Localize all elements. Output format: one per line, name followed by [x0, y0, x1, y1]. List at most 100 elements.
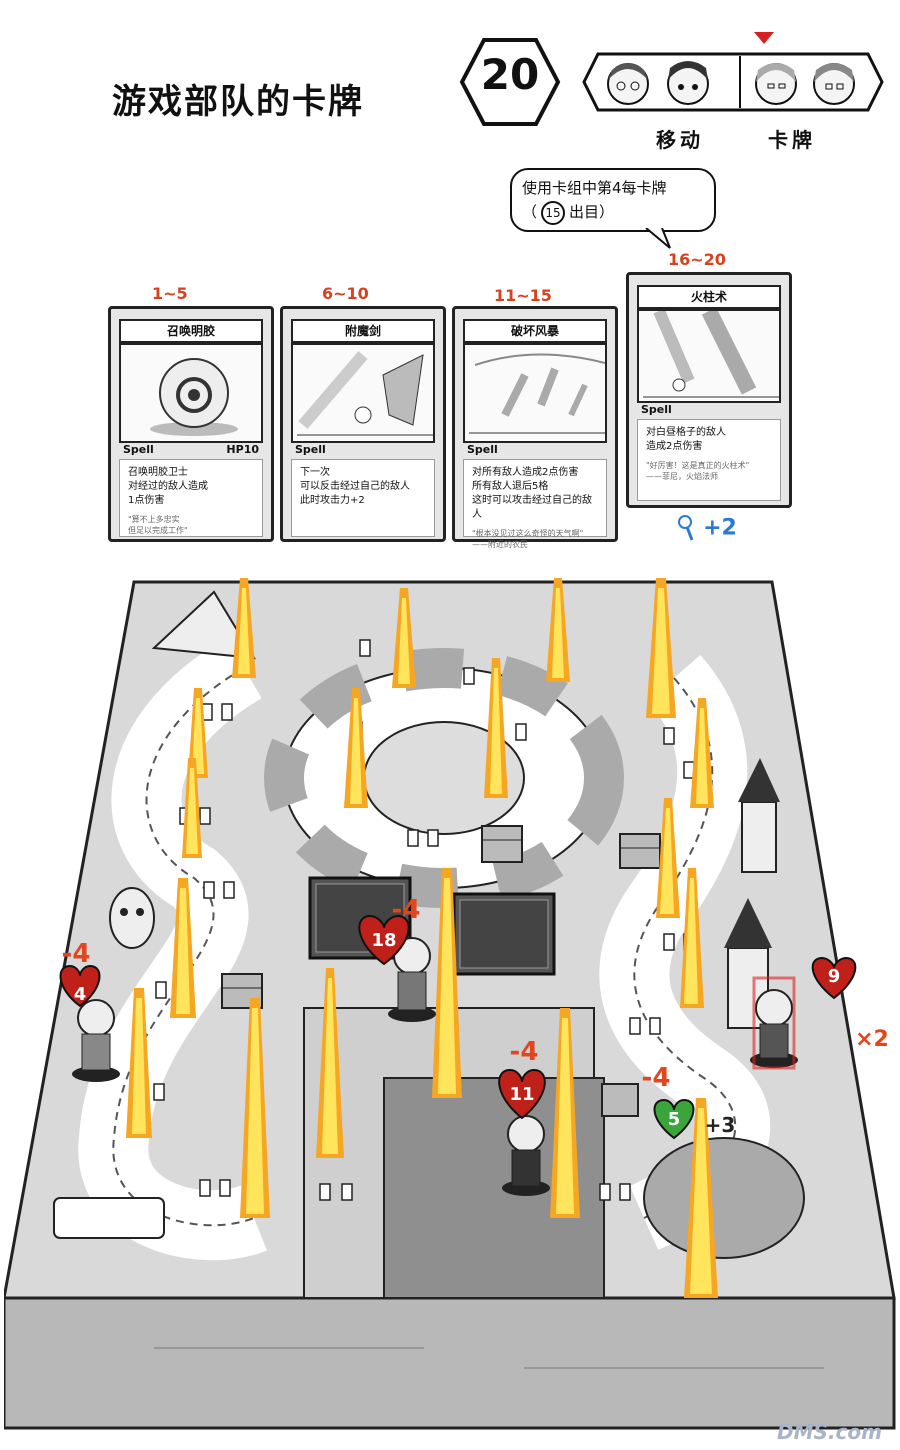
current-turn-marker-icon [752, 30, 776, 50]
card-flavor: "好厉害！这是真正的火柱术" ——菲尼，火焰法师 [646, 460, 772, 482]
card-hp: HP10 [226, 443, 259, 456]
card-text-line: 召唤明胶卫士 [128, 467, 188, 478]
fire-pillar-icon [182, 758, 202, 858]
card-text-line: 对所有敌人造成2点伤害 [472, 467, 579, 478]
game-board: 4 -4 18 -4 11 -4 5 -4 +3 9 ×2 [2, 578, 900, 1434]
hint-paren: （ [522, 203, 538, 221]
treasure-chest-icon [601, 1083, 639, 1117]
tower-icon [724, 898, 772, 1029]
character-portrait-2 [667, 61, 709, 105]
fire-pillar-icon [690, 698, 714, 808]
card-text: 对所有敌人造成2点伤害 所有敌人退后5格 这时可以攻击经过自己的敌人 "根本没见… [463, 459, 607, 549]
hp-value: 11 [509, 1084, 534, 1105]
fire-pillar-icon [232, 578, 256, 678]
scroll-icon [53, 1197, 165, 1239]
hexagon-icon [459, 38, 561, 126]
character-portrait-4 [813, 63, 855, 105]
hp-heart-icon: 9 ×2 [811, 956, 889, 1052]
player-piece[interactable] [72, 999, 120, 1082]
card-flavor: "根本没见过这么奇怪的天气啊" ——附近的农民 [472, 528, 598, 550]
character-portrait-3 [755, 63, 797, 105]
wand-icon [678, 515, 694, 541]
card-range-4: 16~20 [668, 250, 726, 269]
fire-pillar-effects [126, 578, 718, 1298]
wand-bonus: +2 [676, 514, 737, 542]
hp-heart-icon: 4 -4 [59, 939, 101, 1008]
card-type: Spell [641, 403, 672, 416]
board-deck-right [452, 892, 556, 976]
card-name: 破坏风暴 [463, 319, 607, 343]
card-text-line: 可以反击经过自己的敌人 [300, 481, 410, 492]
watermark: DMS.com [777, 1420, 882, 1444]
spell-card-fire-pillar[interactable]: 火柱术 Spell 对白昼格子的敌人 造成2点伤害 "好厉害！这是真正的火柱术"… [626, 272, 792, 508]
character-portrait-1 [607, 63, 649, 105]
card-text-line: 造成2点伤害 [646, 441, 703, 452]
hp-heart-icon: 18 -4 [358, 895, 421, 966]
card-type: Spell [467, 443, 498, 456]
spell-card-summon-gelatin[interactable]: 召唤明胶 Spell HP10 召唤明胶卫士 对经过的敌人造成 1点伤害 "算不… [108, 306, 274, 542]
fire-pillar-icon [546, 578, 570, 682]
card-text: 对白昼格子的敌人 造成2点伤害 "好厉害！这是真正的火柱术" ——菲尼，火焰法师 [637, 419, 781, 501]
card-text-line: 这时可以攻击经过自己的敌人 [472, 495, 592, 520]
card-text-line: 下一次 [300, 467, 330, 478]
damage-value: -4 [510, 1037, 539, 1067]
tower-icon [738, 758, 780, 873]
order-label-card: 卡牌 [768, 128, 816, 152]
dragon-monster-icon [643, 1137, 805, 1259]
player-piece[interactable] [502, 1115, 550, 1196]
tent-icon [151, 590, 256, 660]
page-title: 游戏部队的卡牌 [112, 82, 364, 122]
hp-heart-icon: 5 -4 +3 [642, 1063, 735, 1140]
card-text: 召唤明胶卫士 对经过的敌人造成 1点伤害 "算不上多忠实 但足以完成工作" [119, 459, 263, 537]
fire-pillar-icon [240, 998, 270, 1218]
card-name: 附魔剑 [291, 319, 435, 343]
card-type: Spell [123, 443, 154, 456]
card-name: 召唤明胶 [119, 319, 263, 343]
fire-pillar-icon [392, 588, 416, 688]
fire-pillar-icon [170, 878, 196, 1018]
sword-slash-icon [297, 351, 433, 436]
gelatin-orb-icon [150, 358, 238, 436]
card-name: 火柱术 [637, 285, 781, 309]
hp-value: 18 [371, 930, 396, 951]
flavor-line: 但足以完成工作" [128, 526, 188, 535]
hp-value: 4 [74, 984, 87, 1005]
card-text-line: 此时攻击力+2 [300, 495, 365, 506]
order-label-move: 移动 [656, 128, 704, 152]
hp-heart-icon: 11 -4 [498, 1037, 546, 1120]
card-text-line: 1点伤害 [128, 495, 165, 506]
damage-value: -4 [62, 939, 91, 969]
flavor-line: "根本没见过这么奇怪的天气啊" [472, 529, 584, 538]
board-side [2, 1296, 896, 1430]
dice-result-badge: 15 [541, 201, 566, 225]
player-piece[interactable] [388, 937, 436, 1022]
card-text-line: 对白昼格子的敌人 [646, 427, 726, 438]
card-text-line: 所有敌人退后5格 [472, 481, 549, 492]
hint-line-1: 使用卡组中第4每卡牌 [522, 179, 667, 197]
fire-pillar-icon [316, 968, 344, 1158]
skeleton-icon [109, 887, 155, 949]
hp-value: 9 [828, 966, 841, 987]
hp-value: 5 [668, 1109, 681, 1130]
card-range-1: 1~5 [152, 284, 188, 303]
fire-pillar-icon [484, 658, 508, 798]
turn-number: 20 [480, 50, 540, 99]
damage-value: -4 [392, 895, 421, 925]
turn-order-bar [580, 50, 886, 114]
fire-pillar-icon [684, 1098, 718, 1298]
card-range-2: 6~10 [322, 284, 369, 303]
card-art [291, 343, 435, 443]
spell-card-destruction-storm[interactable]: 破坏风暴 Spell 对所有敌人造成2点伤害 所有敌人退后5格 这时可以攻击经过… [452, 306, 618, 549]
fire-pillar-icon [344, 688, 368, 808]
fire-pillar-icon [126, 988, 152, 1138]
fire-pillar-icon [646, 578, 676, 718]
fire-pillar-icon [188, 688, 208, 778]
card-range-3: 11~15 [494, 286, 552, 305]
spell-card-enchanted-sword[interactable]: 附魔剑 Spell 下一次 可以反击经过自己的敌人 此时攻击力+2 [280, 306, 446, 542]
treasure-chest-icon [481, 825, 523, 863]
attack-multiplier: ×2 [855, 1027, 889, 1052]
fire-pillar-icon [643, 311, 779, 398]
damage-value: -4 [642, 1063, 671, 1093]
player-piece[interactable] [750, 976, 798, 1070]
